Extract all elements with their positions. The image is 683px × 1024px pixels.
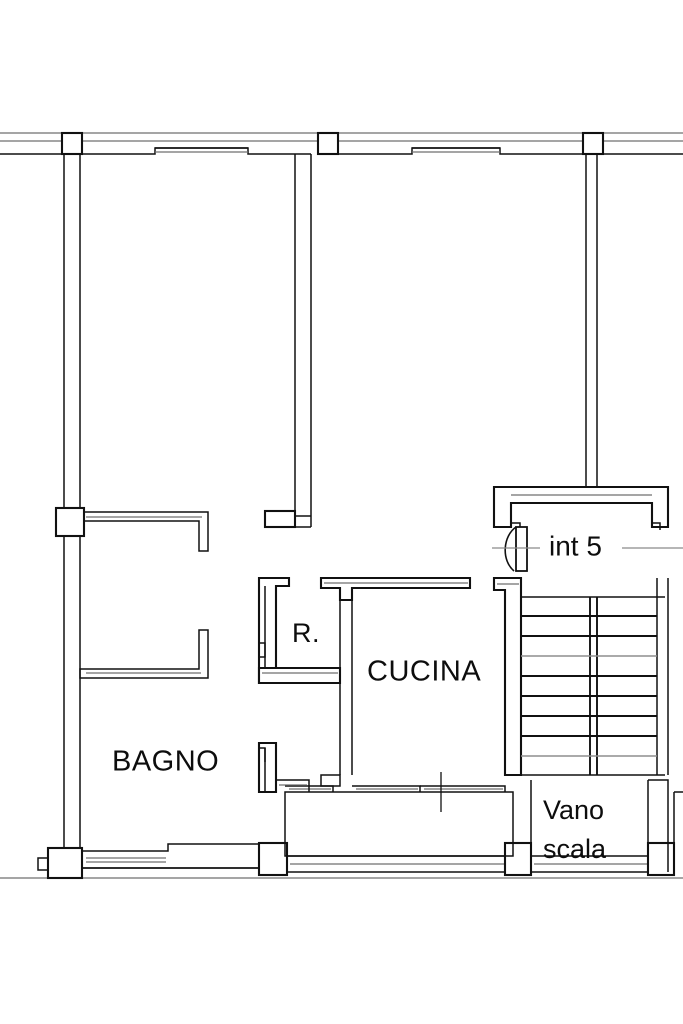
partition-bagno-mid [79,629,209,679]
lintel-r-cucina [319,576,472,602]
pier-top-left [60,131,84,156]
room-label-cucina: CUCINA [367,656,481,688]
pier-top-right [581,131,683,156]
wall-corridor-left [257,741,278,794]
room-label-scala: scala [543,834,607,864]
wall-cucina-right [492,576,523,777]
partition-bagno-top [84,511,209,552]
wall-landing-top [492,485,670,530]
partition-right-bedroom [585,154,598,490]
threshold-cucina [320,774,341,787]
bottom-exterior-wall [0,841,683,880]
annotation-label-int-5: int 5 [549,530,602,561]
wall-cucina-left [339,588,353,775]
wall-balcony-left-stub [276,779,310,792]
staircase [521,578,669,776]
wall-junction-left [54,506,86,538]
room-r-walls [257,576,342,685]
window-right [338,147,583,155]
window-left [82,147,311,155]
balcony [284,772,514,857]
entrance-door-symbol [504,526,528,572]
room-label-bagno: BAGNO [112,746,219,778]
room-label-vano: Vano [543,795,604,825]
pier-top-center [316,131,340,156]
partition-bedrooms [263,154,312,529]
exterior-wall-left [63,154,81,848]
vano-scala-enclosure [530,779,683,872]
room-label-r: R. [292,618,320,648]
